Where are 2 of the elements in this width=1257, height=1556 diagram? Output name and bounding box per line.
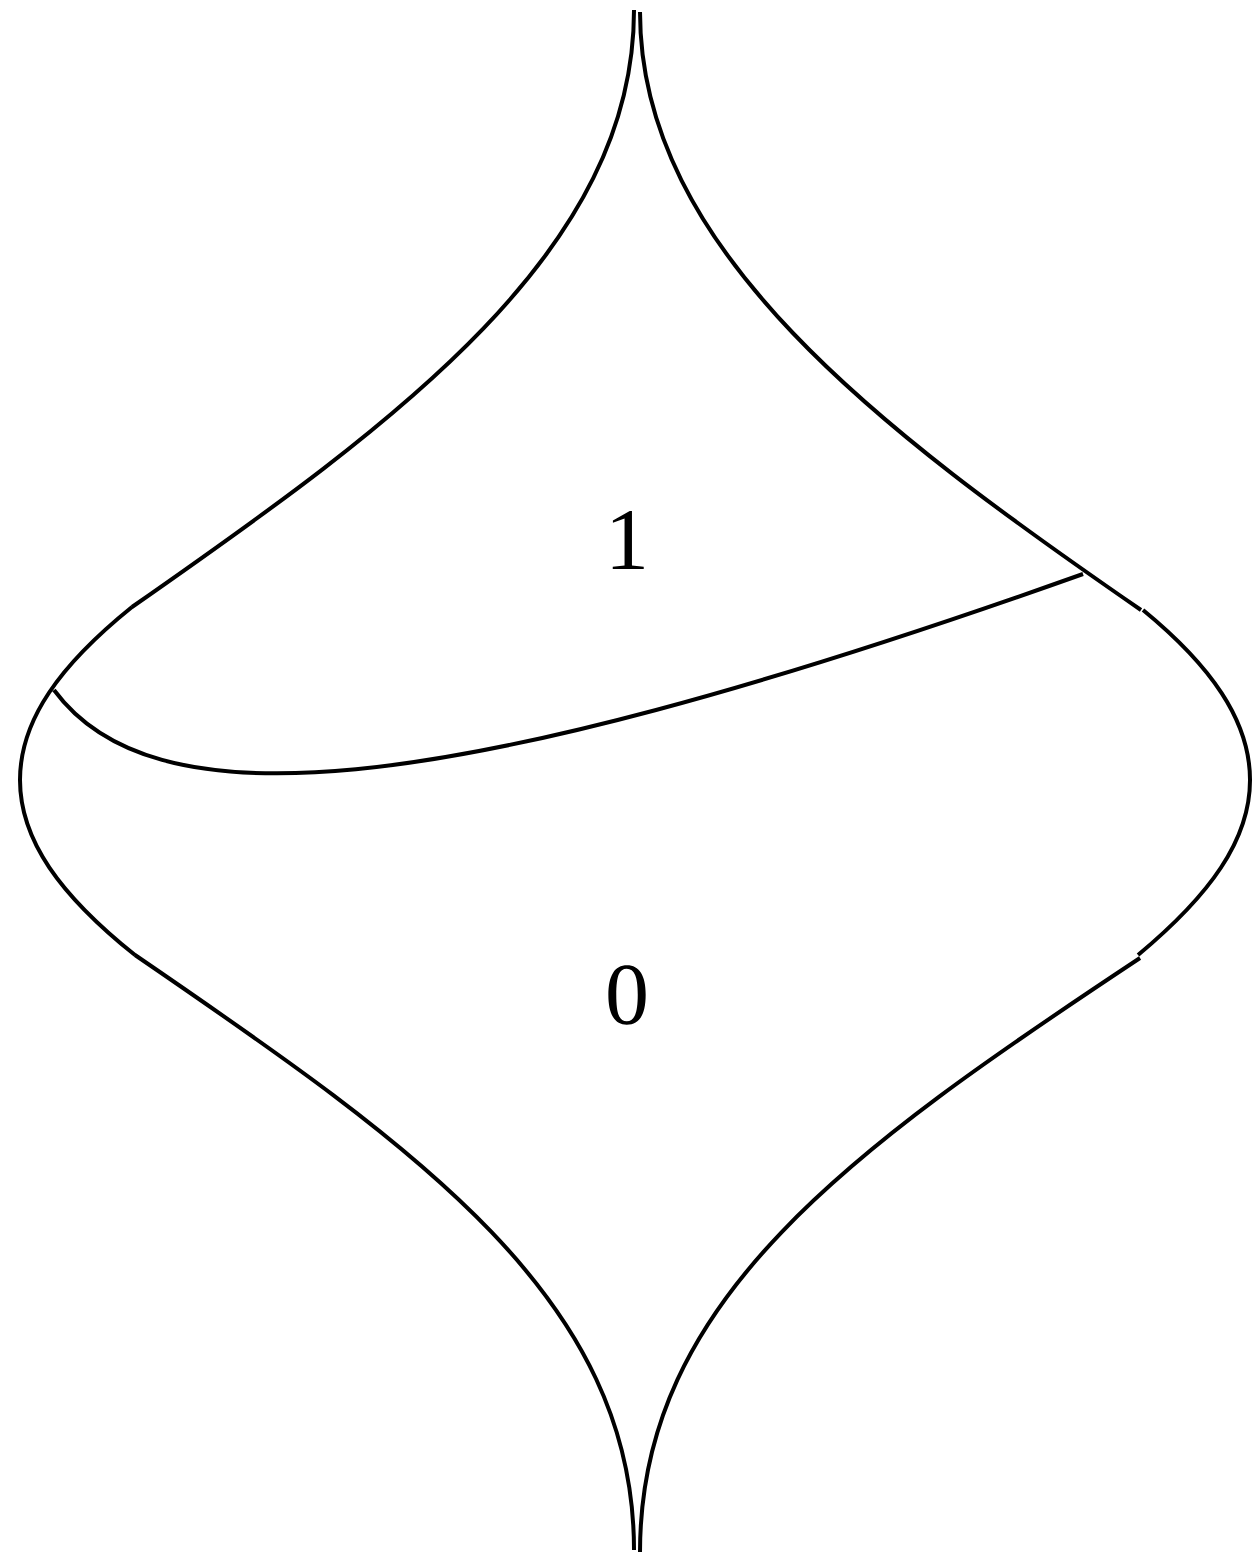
region-label: 1 [612,510,644,570]
region-label: 0 [608,965,646,1025]
